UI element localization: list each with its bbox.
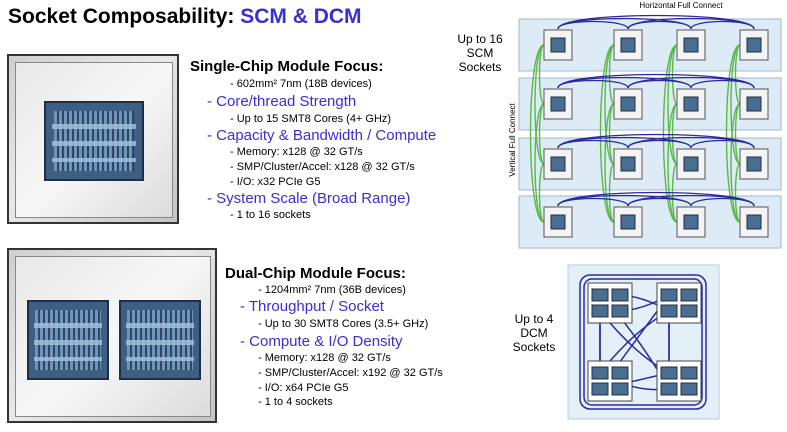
dcm-socket-chip [591,366,609,380]
dcm-socket-chip [591,304,609,318]
dcm-topology-diagram [567,264,720,420]
scm-smp-bullet: - SMP/Cluster/Accel: x128 @ 32 GT/s [230,161,415,173]
title-main: Socket Composability: [8,5,241,28]
scm-capacity-heading: - Capacity & Bandwidth / Compute [207,127,437,144]
dcm-inner-ring-link [583,278,703,406]
vertical-green-link [608,103,615,165]
scm-socket-chip [550,156,566,172]
scm-socket-chip [620,156,636,172]
scm-socket-chip [550,37,566,53]
scm-scale-bullet: - 1 to 16 sockets [230,209,311,221]
scm-sockets-label: Up to 16 SCM Sockets [457,32,503,74]
scm-socket-chip [683,156,699,172]
dcm-socket-chip [680,366,698,380]
dcm-socket-chip [591,288,609,302]
vertical-green-link [538,44,545,105]
dcm-memory-bullet: - Memory: x128 @ 32 GT/s [258,352,391,364]
horizontal-bus-link [690,197,755,207]
scm-core-heading: - Core/thread Strength [207,93,357,110]
dcm-io-bullet: - I/O: x64 PCIe G5 [258,382,349,394]
scm-spec: - 602mm² 7nm (18B devices) [230,78,372,90]
scm-core-bullet: - Up to 15 SMT8 Cores (4+ GHz) [230,113,392,125]
dcm-chip-die-right [119,300,201,380]
dcm-socket-chip [611,366,629,380]
scm-socket-chip [620,96,636,112]
dcm-throughput-bullet: - Up to 30 SMT8 Cores (3.5+ GHz) [258,318,429,330]
scm-socket-chip [683,37,699,53]
scm-socket-chip [550,96,566,112]
dcm-smp-bullet: - SMP/Cluster/Accel: x192 @ 32 GT/s [258,367,443,379]
scm-socket-chip [746,37,762,53]
scm-package-image [7,54,179,224]
dcm-socket-chip [680,304,698,318]
dcm-throughput-heading: - Throughput / Socket [240,298,384,315]
scm-socket-chip [746,156,762,172]
vertical-green-link [534,103,545,223]
dcm-socket-chip [660,382,678,396]
scm-socket-chip [683,214,699,230]
vertical-green-link [599,44,615,223]
vertical-green-link [608,44,615,105]
vertical-green-link [604,44,615,165]
scm-scale-heading: - System Scale (Broad Range) [207,190,411,207]
vertical-green-link [671,103,678,165]
dcm-package-image [7,248,217,423]
vertical-green-link [662,44,678,223]
scm-socket-chip [683,96,699,112]
dcm-outer-ring-link [579,274,707,410]
vertical-green-link [529,44,545,223]
dcm-socket-chip [680,288,698,302]
dcm-sockets-bullet: - 1 to 4 sockets [258,396,333,408]
dcm-heading: Dual-Chip Module Focus: [225,265,406,282]
vertical-green-link [730,44,741,165]
dcm-socket-chip [660,304,678,318]
dcm-socket-chip [611,304,629,318]
vertical-green-link [730,103,741,223]
slide-title: Socket Composability: SCM & DCM [8,5,362,29]
dcm-spec: - 1204mm² 7nm (36B devices) [258,284,406,296]
title-accent: SCM & DCM [240,5,362,28]
vertical-green-link [725,44,741,223]
dcm-socket-chip [611,288,629,302]
scm-topology-diagram: Horizontal Full Connect Vertical Full Co… [508,1,782,249]
dcm-socket-chip [680,382,698,396]
dcm-chip-die-left [27,300,109,380]
vertical-green-link [734,103,741,165]
dcm-compute-heading: - Compute & I/O Density [240,333,403,350]
scm-socket-chip [746,214,762,230]
vertical-green-link [667,44,678,165]
vertical-green-link [608,163,615,223]
dcm-socket-chip [660,288,678,302]
scm-socket-chip [620,37,636,53]
scm-heading: Single-Chip Module Focus: [190,58,384,75]
dcm-socket-chip [660,366,678,380]
horizontal-bus-link [690,20,755,30]
scm-socket-chip [550,214,566,230]
scm-socket-chip [620,214,636,230]
vertical-green-link [534,44,545,165]
scm-socket-chip [746,96,762,112]
horizontal-bus-link [690,139,755,149]
vertical-green-link [604,103,615,223]
scm-memory-bullet: - Memory: x128 @ 32 GT/s [230,146,363,158]
horizontal-bus-link [690,79,755,89]
vertical-connect-label: Vertical Full Connect [508,103,517,177]
dcm-socket-chip [591,382,609,396]
dcm-sockets-label: Up to 4 DCM Sockets [512,312,556,354]
vertical-green-link [734,163,741,223]
vertical-green-link [538,103,545,165]
scm-io-bullet: - I/O: x32 PCIe G5 [230,176,321,188]
scm-chip-die [44,101,144,181]
vertical-green-link [538,163,545,223]
vertical-green-link [734,44,741,105]
horizontal-connect-label: Horizontal Full Connect [639,1,723,10]
vertical-green-link [667,103,678,223]
dcm-socket-chip [611,382,629,396]
